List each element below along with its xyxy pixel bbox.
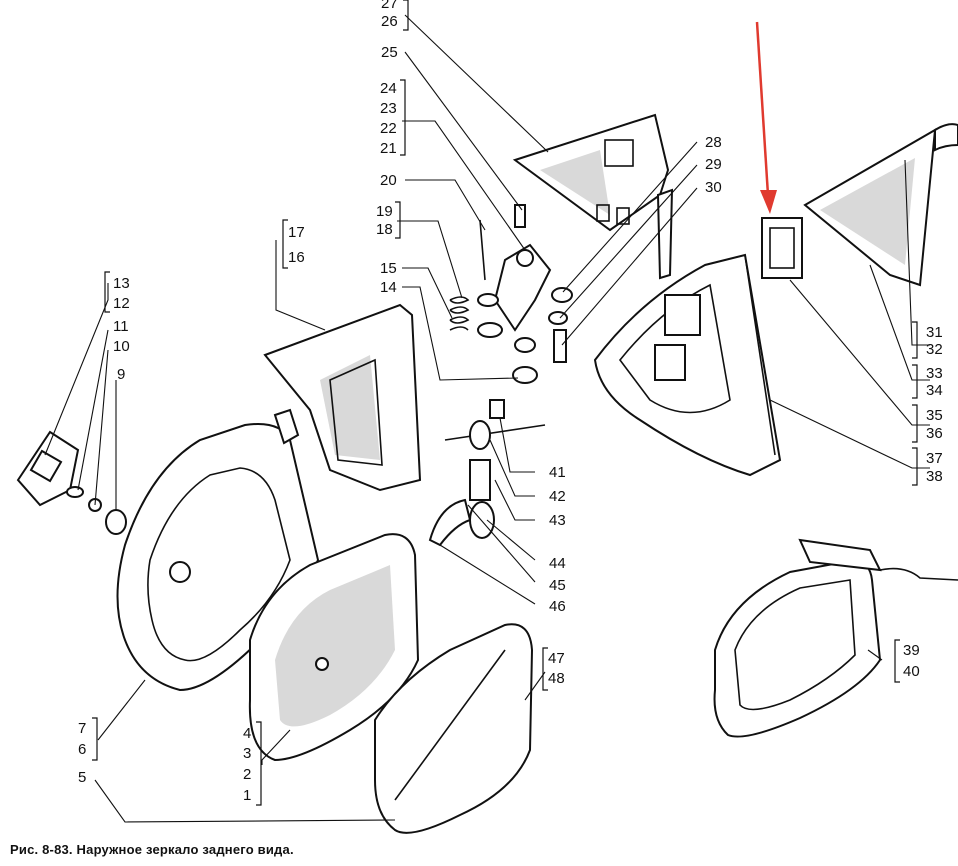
label-20: 20 bbox=[380, 172, 397, 189]
label-44: 44 bbox=[549, 555, 566, 572]
label-14: 14 bbox=[380, 279, 397, 296]
label-40: 40 bbox=[903, 663, 920, 680]
label-2: 2 bbox=[243, 766, 251, 783]
label-22: 22 bbox=[380, 120, 397, 137]
label-7: 7 bbox=[78, 720, 86, 737]
label-brackets bbox=[92, 0, 918, 806]
label-12: 12 bbox=[113, 295, 130, 312]
label-13: 13 bbox=[113, 275, 130, 292]
part-assembly-39-40 bbox=[713, 538, 958, 738]
part-bracket-31-34 bbox=[761, 123, 958, 287]
label-32: 32 bbox=[926, 341, 943, 358]
part-labels: 27 26 25 24 23 22 21 20 19 18 17 16 15 1… bbox=[78, 0, 943, 804]
label-26: 26 bbox=[381, 13, 398, 30]
label-28: 28 bbox=[705, 134, 722, 151]
label-37: 37 bbox=[926, 450, 943, 467]
label-27: 27 bbox=[381, 0, 398, 12]
label-1: 1 bbox=[243, 787, 251, 804]
part-glass-47-48 bbox=[374, 623, 534, 834]
label-15: 15 bbox=[380, 260, 397, 277]
label-33: 33 bbox=[926, 365, 943, 382]
label-10: 10 bbox=[113, 338, 130, 355]
figure-caption: Рис. 8-83. Наружное зеркало заднего вида… bbox=[10, 842, 294, 857]
label-25: 25 bbox=[381, 44, 398, 61]
label-21: 21 bbox=[380, 140, 397, 157]
label-17: 17 bbox=[288, 224, 305, 241]
label-48: 48 bbox=[548, 670, 565, 687]
label-29: 29 bbox=[705, 156, 722, 173]
label-38: 38 bbox=[926, 468, 943, 485]
part-mechanism-18-24 bbox=[449, 204, 573, 384]
label-4: 4 bbox=[243, 725, 251, 742]
label-36: 36 bbox=[926, 425, 943, 442]
label-42: 42 bbox=[549, 488, 566, 505]
part-plate-1-4 bbox=[248, 533, 420, 762]
label-19: 19 bbox=[376, 203, 393, 220]
part-housing-16-17 bbox=[263, 303, 422, 492]
label-9: 9 bbox=[117, 366, 125, 383]
part-lever-41-46 bbox=[428, 399, 546, 547]
label-47: 47 bbox=[548, 650, 565, 667]
label-6: 6 bbox=[78, 741, 86, 758]
label-18: 18 bbox=[376, 221, 393, 238]
label-24: 24 bbox=[380, 80, 397, 97]
label-45: 45 bbox=[549, 577, 566, 594]
part-cover-25 bbox=[512, 113, 674, 280]
label-23: 23 bbox=[380, 100, 397, 117]
highlight-arrow bbox=[755, 21, 777, 214]
label-11: 11 bbox=[113, 318, 129, 335]
label-16: 16 bbox=[288, 249, 305, 266]
label-5: 5 bbox=[78, 769, 86, 786]
label-39: 39 bbox=[903, 642, 920, 659]
label-31: 31 bbox=[926, 324, 943, 341]
label-3: 3 bbox=[243, 745, 251, 762]
label-30: 30 bbox=[705, 179, 722, 196]
label-35: 35 bbox=[926, 407, 943, 424]
part-bracket-12-13 bbox=[16, 430, 127, 535]
part-base-35-38 bbox=[593, 253, 782, 477]
label-41: 41 bbox=[549, 464, 566, 481]
label-34: 34 bbox=[926, 382, 943, 399]
label-46: 46 bbox=[549, 598, 566, 615]
leader-lines bbox=[44, 14, 930, 823]
label-43: 43 bbox=[549, 512, 566, 529]
